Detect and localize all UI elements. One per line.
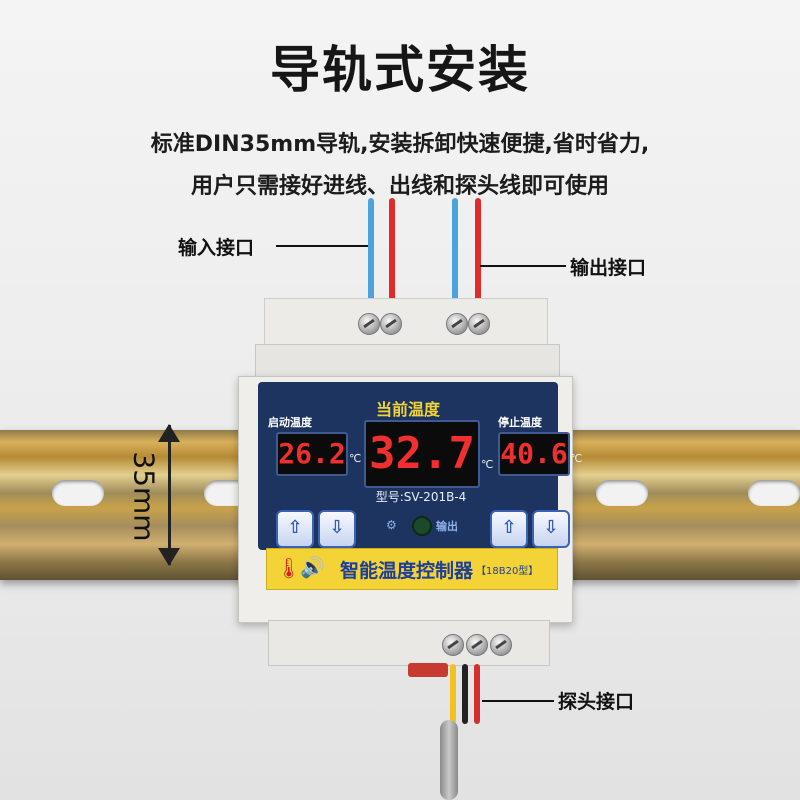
probe-wire-red xyxy=(474,664,480,724)
dimension-line xyxy=(168,425,171,565)
input-wire-blue xyxy=(368,198,374,302)
start-temp-label: 启动温度 xyxy=(268,416,312,429)
subtitle-line-2: 用户只需接好进线、出线和探头线即可使用 xyxy=(190,174,609,199)
arrow-down-icon: ⇩ xyxy=(543,517,559,538)
dimension-label: 35mm xyxy=(127,451,161,542)
product-label-strip xyxy=(266,548,558,590)
probe-callout-line xyxy=(482,700,554,702)
headline: 导轨式安装 xyxy=(270,41,530,99)
start-temp-down-button[interactable]: ⇩ xyxy=(318,510,356,548)
terminal-screw xyxy=(380,313,402,335)
probe-wire-black xyxy=(462,664,468,724)
terminal-screw xyxy=(446,313,468,335)
dimension-arrow-down-icon xyxy=(158,548,180,566)
sensor-type-tag: 【18B20型】 xyxy=(476,566,539,577)
arrow-up-icon: ⇧ xyxy=(287,517,303,538)
arrow-up-icon: ⇧ xyxy=(501,517,517,538)
subtitle-line-1: 标准DIN35mm导轨,安装拆卸快速便捷,省时省力, xyxy=(150,132,650,157)
start-temp-display: 26.2 xyxy=(276,432,348,476)
probe-wire-yellow xyxy=(450,664,456,724)
input-wire-red xyxy=(389,198,395,302)
terminal-screw xyxy=(466,634,488,656)
settings-gear-icon: ⚙ xyxy=(386,518,397,532)
probe-cable-sheath xyxy=(440,720,458,800)
arrow-down-icon: ⇩ xyxy=(329,517,345,538)
stop-temp-display: 40.6 xyxy=(498,432,570,476)
input-port-label: 输入接口 xyxy=(178,237,255,259)
stop-temp-up-button[interactable]: ⇧ xyxy=(490,510,528,548)
rail-hole xyxy=(596,480,648,506)
output-indicator-led xyxy=(412,516,432,536)
start-temp-up-button[interactable]: ⇧ xyxy=(276,510,314,548)
speaker-icon: 🔊 xyxy=(300,555,325,579)
current-temp-label: 当前温度 xyxy=(375,400,440,419)
device-top-terminal-block xyxy=(264,298,548,350)
output-callout-line xyxy=(480,265,566,267)
output-indicator-label: 输出 xyxy=(436,520,458,533)
thermometer-icon: 🌡 xyxy=(276,556,302,580)
model-number: 型号:SV-201B-4 xyxy=(375,490,467,504)
input-callout-line xyxy=(276,245,368,247)
output-wire-blue xyxy=(452,198,458,302)
dimension-arrow-up-icon xyxy=(158,424,180,442)
terminal-screw xyxy=(490,634,512,656)
rail-hole xyxy=(748,480,800,506)
start-temp-unit: ℃ xyxy=(349,452,362,465)
rail-hole xyxy=(52,480,104,506)
terminal-screw xyxy=(468,313,490,335)
release-clip[interactable] xyxy=(408,663,448,677)
product-name: 智能温度控制器 xyxy=(340,560,474,582)
current-temp-unit: ℃ xyxy=(481,458,494,471)
probe-port-label: 探头接口 xyxy=(558,691,635,713)
output-wire-red xyxy=(475,198,481,302)
stop-temp-label: 停止温度 xyxy=(498,416,542,429)
stop-temp-unit: ℃ xyxy=(570,452,583,465)
output-port-label: 输出接口 xyxy=(570,257,647,279)
terminal-screw xyxy=(442,634,464,656)
terminal-screw xyxy=(358,313,380,335)
current-temp-display: 32.7 xyxy=(364,420,480,488)
stop-temp-down-button[interactable]: ⇩ xyxy=(532,510,570,548)
